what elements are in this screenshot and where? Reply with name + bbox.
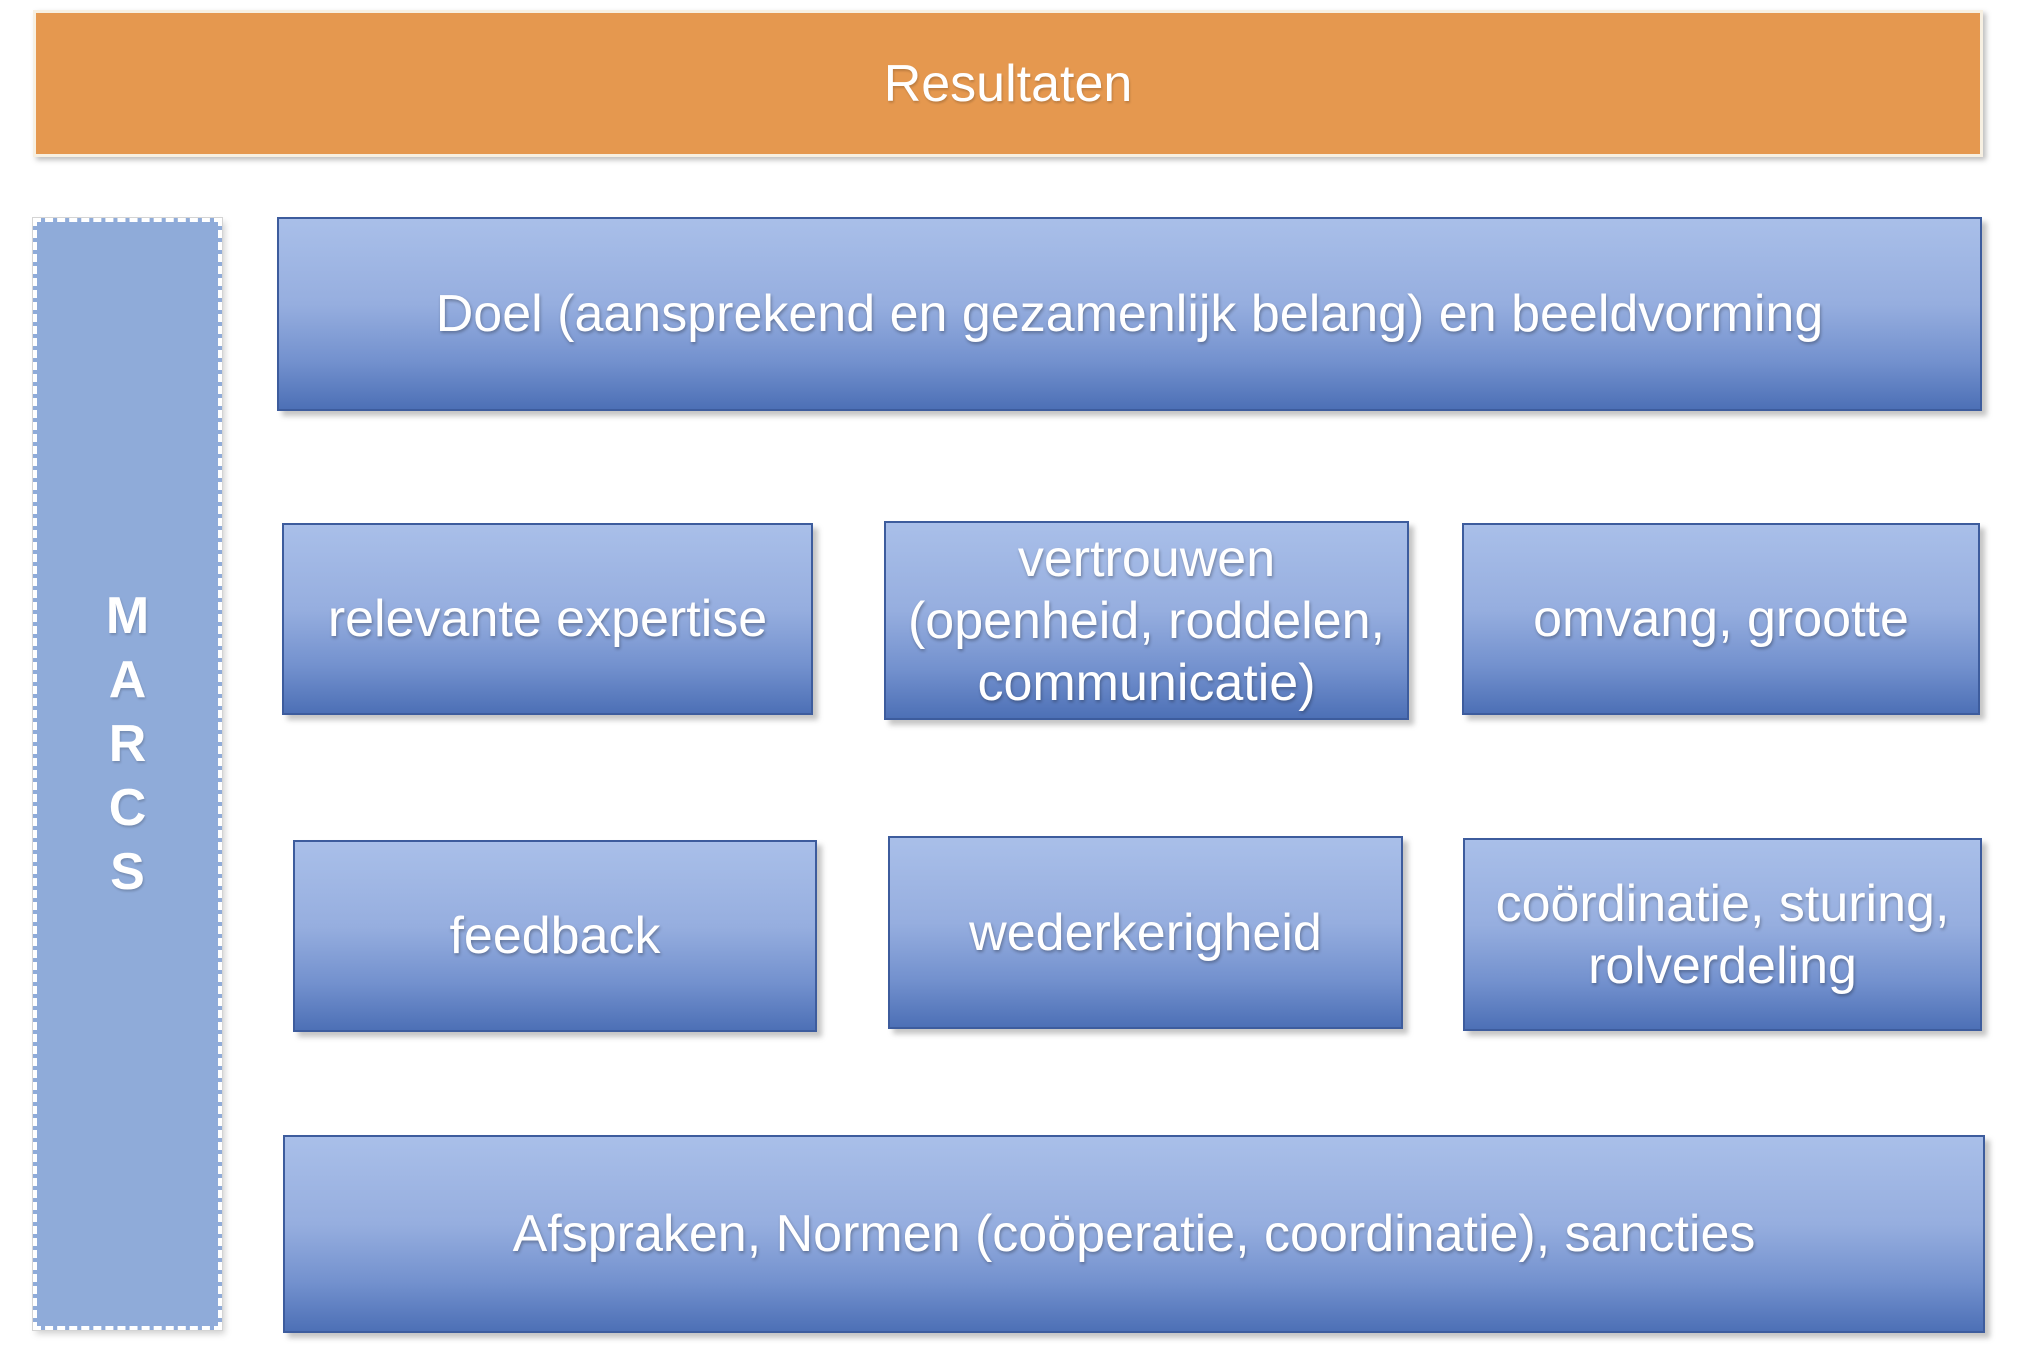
box-feedback: feedback (293, 840, 817, 1032)
box-doel-beeldvorming: Doel (aansprekend en gezamenlijk belang)… (277, 217, 1982, 411)
box-vertrouwen: vertrouwen (openheid, roddelen, communic… (884, 521, 1409, 720)
box-wederkerigheid: wederkerigheid (888, 836, 1403, 1029)
sidebar-letter-r: R (108, 715, 147, 773)
box-relevante-expertise: relevante expertise (282, 523, 813, 715)
box-afspraken-normen-sancties: Afspraken, Normen (coöperatie, coordinat… (283, 1135, 1985, 1333)
box-coordinatie-sturing: coördinatie, sturing, rolverdeling (1463, 838, 1982, 1031)
sidebar-marcs: M A R C S (32, 217, 223, 1331)
sidebar-letter-c: C (108, 779, 147, 837)
sidebar-letter-a: A (108, 651, 147, 709)
banner-resultaten: Resultaten (33, 10, 1983, 157)
sidebar-letter-s: S (110, 843, 145, 901)
sidebar-letter-m: M (105, 587, 150, 645)
box-omvang-grootte: omvang, grootte (1462, 523, 1980, 715)
